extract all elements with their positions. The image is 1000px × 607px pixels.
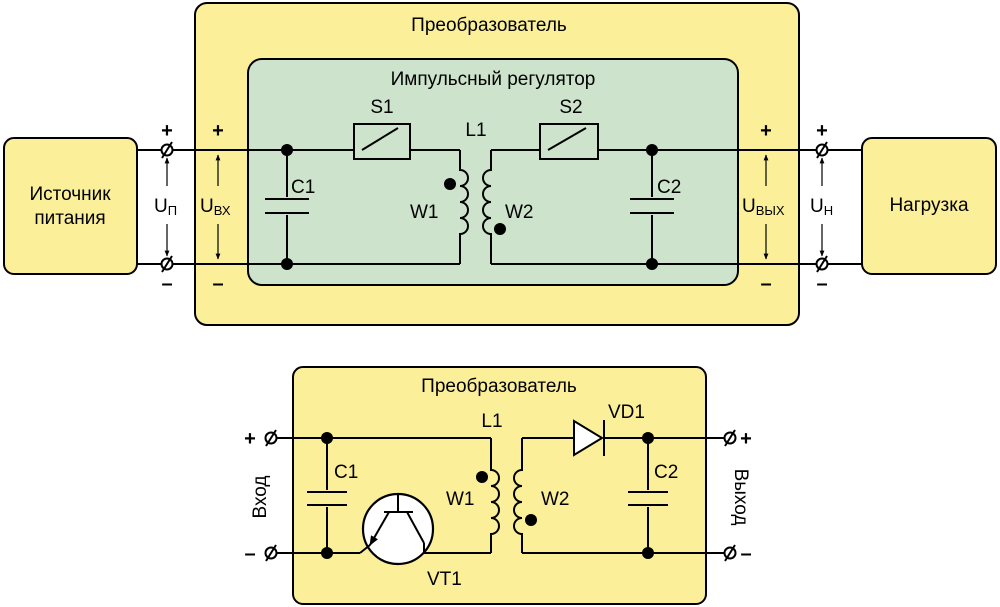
load-box xyxy=(861,137,997,275)
input-label: Вход xyxy=(250,476,271,519)
output-minus-sign: – xyxy=(740,543,751,565)
terminal-load-plus xyxy=(815,141,829,159)
winding-w2 xyxy=(482,150,492,264)
w1-dot xyxy=(444,178,456,190)
regulator-box xyxy=(247,58,739,286)
w2-label: W2 xyxy=(505,202,534,223)
power-source-box xyxy=(3,137,138,275)
top-block-diagram: Источник питания Преобразователь Импульс… xyxy=(3,2,997,326)
node-c2-bottom xyxy=(646,258,658,270)
transistor-vt1 xyxy=(359,492,435,566)
bottom-l1-label: L1 xyxy=(481,411,502,432)
node-c1-top xyxy=(281,144,293,156)
polarity-plus-out: + xyxy=(760,120,772,142)
terminal-load-minus xyxy=(815,255,829,273)
output-terminal-plus xyxy=(723,429,737,447)
polarity-minus-load: – xyxy=(816,273,827,295)
polarity-minus-out: – xyxy=(760,273,771,295)
bottom-winding-w1 xyxy=(490,438,500,553)
vd1-label: VD1 xyxy=(608,402,645,423)
output-plus-sign: + xyxy=(740,428,752,450)
w1-label: W1 xyxy=(410,202,439,223)
input-plus-sign: + xyxy=(244,428,256,450)
bottom-winding-w2 xyxy=(513,438,523,553)
polarity-minus-in: – xyxy=(212,273,223,295)
polarity-plus-in: + xyxy=(212,120,224,142)
input-terminal-minus xyxy=(264,544,278,562)
output-label: Выход xyxy=(730,469,751,526)
power-source-label-line1: Источник xyxy=(29,184,111,205)
power-source-label-line2: питания xyxy=(34,208,105,229)
voltage-up-label: UП xyxy=(154,196,177,218)
load-label: Нагрузка xyxy=(889,195,969,216)
bottom-node-c2-top xyxy=(642,432,654,444)
voltage-uout-label: UВЫХ xyxy=(742,196,785,218)
bottom-w2-dot xyxy=(525,514,537,526)
c1-label: C1 xyxy=(291,177,315,198)
c2-label: C2 xyxy=(657,177,681,198)
node-c2-top xyxy=(646,144,658,156)
switch-s1 xyxy=(353,123,411,160)
polarity-plus-load: + xyxy=(816,120,828,142)
node-c1-bottom xyxy=(281,258,293,270)
bottom-node-c2-bottom xyxy=(642,547,654,559)
terminal-source-minus xyxy=(160,255,174,273)
input-terminal-plus xyxy=(264,429,278,447)
s1-label: S1 xyxy=(370,97,393,118)
voltage-un-label: UН xyxy=(810,196,833,218)
voltage-uin-label: UВХ xyxy=(200,196,231,218)
bottom-w2-label: W2 xyxy=(541,489,570,510)
polarity-plus-source: + xyxy=(161,120,173,142)
bottom-c2-label: C2 xyxy=(654,462,678,483)
converter-title: Преобразователь xyxy=(411,15,567,36)
input-minus-sign: – xyxy=(244,543,255,565)
bottom-converter-title: Преобразователь xyxy=(421,376,577,397)
regulator-title: Импульсный регулятор xyxy=(391,69,596,90)
bottom-w1-dot xyxy=(476,471,488,483)
winding-w1 xyxy=(459,150,469,264)
terminal-source-plus xyxy=(160,141,174,159)
bottom-node-c1-bottom xyxy=(321,547,333,559)
switch-s2 xyxy=(539,123,599,160)
s2-label: S2 xyxy=(559,97,582,118)
bottom-circuit-diagram: Преобразователь + – Вход C1 xyxy=(244,366,752,605)
l1-label: L1 xyxy=(465,120,486,141)
bottom-node-c1-top xyxy=(321,432,333,444)
bottom-c1-label: C1 xyxy=(334,462,358,483)
bottom-w1-label: W1 xyxy=(446,489,475,510)
output-terminal-minus xyxy=(723,544,737,562)
w2-dot xyxy=(494,223,506,235)
vt1-label: VT1 xyxy=(427,569,462,590)
polarity-minus-source: – xyxy=(161,273,172,295)
